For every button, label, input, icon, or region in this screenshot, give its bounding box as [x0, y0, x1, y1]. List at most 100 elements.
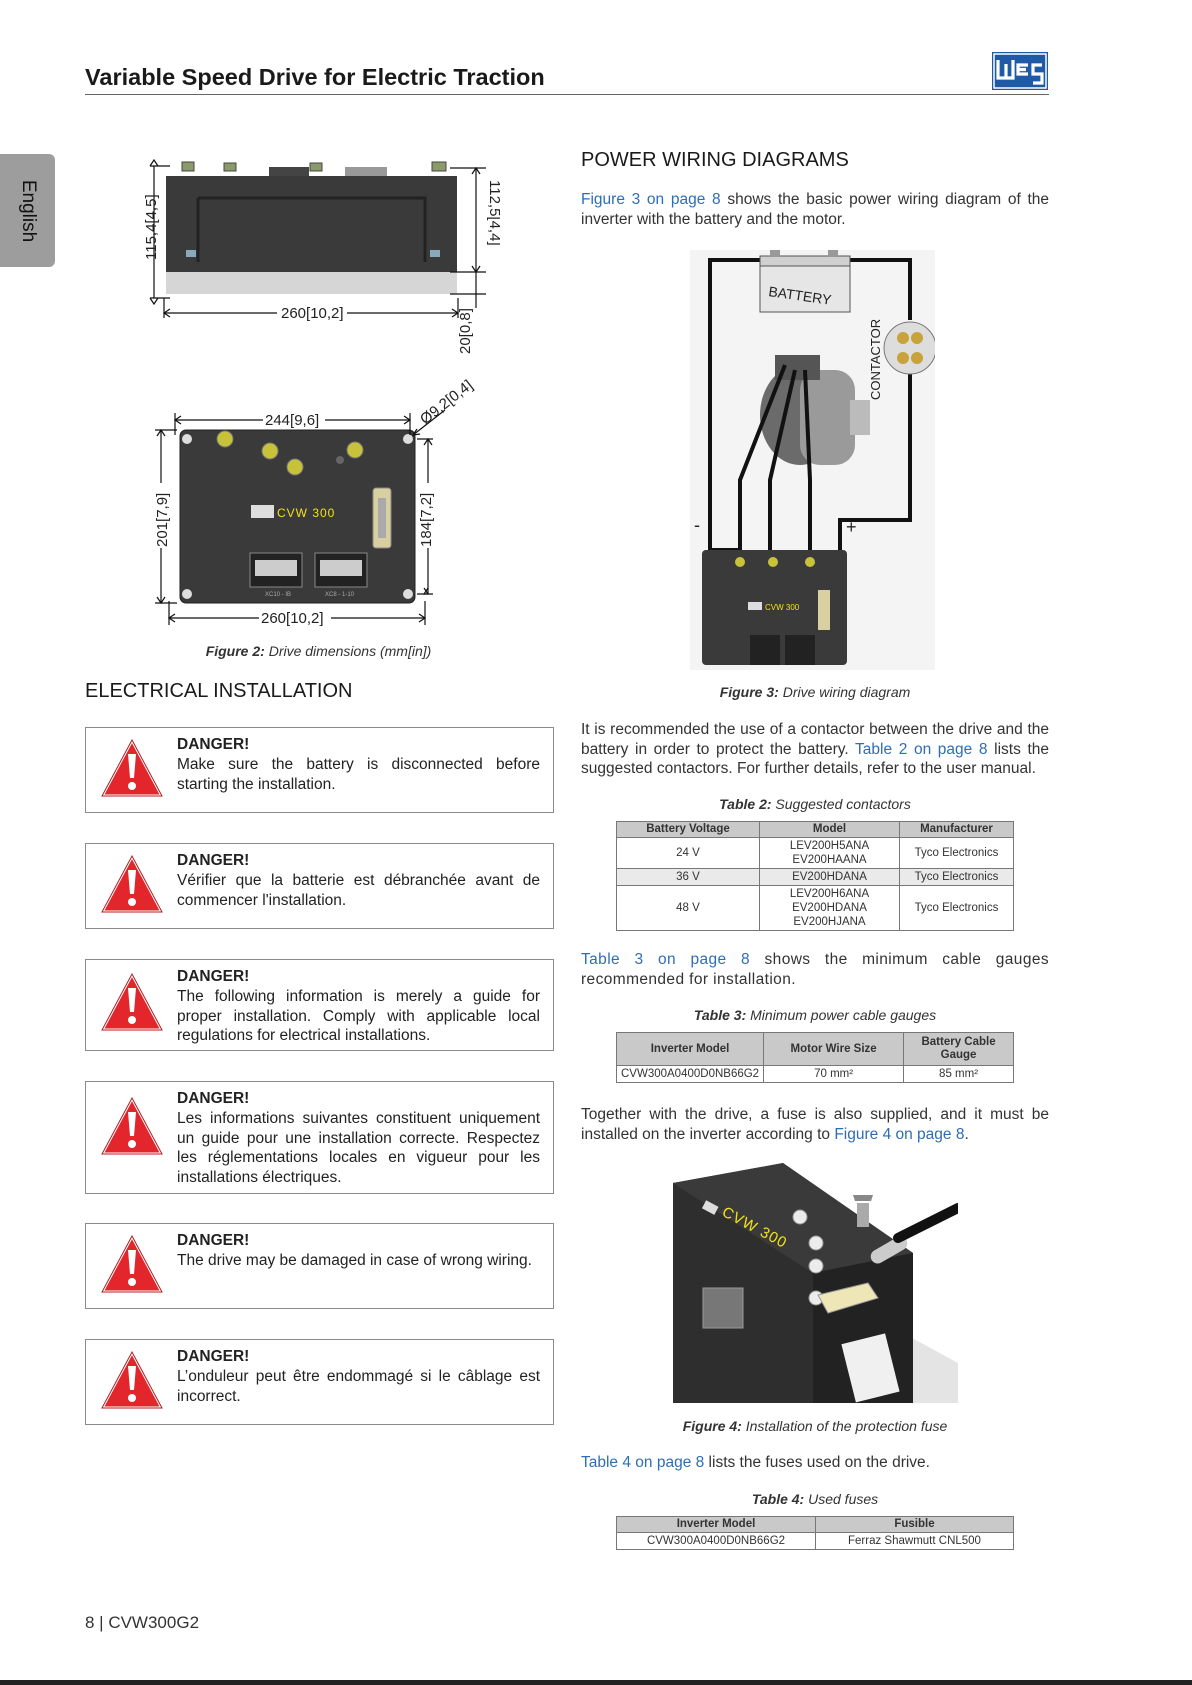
plus-terminal-label: + — [846, 517, 857, 537]
danger-text: Les informations suivantes constituent u… — [177, 1110, 540, 1186]
danger-title: DANGER! — [177, 852, 250, 869]
danger-text: Make sure the battery is disconnected be… — [177, 756, 540, 793]
table-header-row: Battery Voltage Model Manufacturer — [616, 821, 1014, 838]
suggested-contactors-table: Battery Voltage Model Manufacturer 24 V … — [616, 821, 1014, 931]
contactor-paragraph-text-a: It is recommended the use of a contactor… — [581, 721, 1049, 758]
danger-box-4: DANGER! Les informations suivantes const… — [85, 1081, 554, 1194]
danger-box-5: DANGER! The drive may be damaged in case… — [85, 1223, 554, 1309]
drive-top-view-drawing: CVW 300 XC10 - IB XC8 - 1-10 244[9,6] Ø9… — [155, 377, 476, 627]
table-cell: 36 V — [616, 868, 760, 886]
contactor-paragraph-text-b: lists the suggested contactors. For furt… — [581, 740, 1049, 778]
dim-left-height: 201[7,9] — [155, 493, 171, 547]
danger-box-3: DANGER! The following information is mer… — [85, 959, 554, 1051]
dim-base: 20[0,8] — [457, 308, 474, 354]
table-cell: LEV200H5ANA EV200HAANA — [759, 837, 900, 869]
used-fuses-table: Inverter Model Fusible CVW300A0400D0NB66… — [616, 1516, 1014, 1550]
connector-label-a: XC10 - IB — [265, 592, 291, 598]
table-cell: 70 mm² — [763, 1065, 905, 1083]
figure-2-caption: Figure 2: Drive dimensions (mm[in]) — [85, 643, 552, 659]
weg-logo — [992, 52, 1048, 90]
language-tab-label: English — [17, 179, 39, 242]
figure-2-caption-label: Figure 2: — [205, 643, 265, 659]
dim-top-width: 244[9,6] — [265, 412, 319, 429]
drive-label-top-view: CVW 300 — [277, 506, 335, 520]
table-2-link[interactable]: Table 2 on page 8 — [855, 740, 988, 758]
electrical-installation-heading: ELECTRICAL INSTALLATION — [85, 680, 353, 702]
danger-warning-icon — [100, 854, 164, 914]
table-cell: Tyco Electronics — [899, 868, 1014, 886]
figure-4-caption-text: Installation of the protection fuse — [741, 1418, 948, 1434]
table-header-row: Inverter Model Fusible — [616, 1516, 1014, 1533]
dim-height-left: 115,4[4,5] — [143, 194, 160, 260]
fuse-paragraph: Together with the drive, a fuse is also … — [581, 1105, 1049, 1144]
header-rule — [85, 94, 1049, 95]
power-wiring-heading: POWER WIRING DIAGRAMS — [581, 149, 849, 171]
danger-text: The following information is merely a gu… — [177, 988, 540, 1044]
minus-terminal-label: - — [694, 515, 700, 535]
table-cell: Tyco Electronics — [899, 837, 1014, 869]
fuses-paragraph-text: lists the fuses used on the drive. — [704, 1454, 930, 1471]
drive-wiring-diagram: BATTERY CONTACTOR - + CVW 300 — [690, 250, 935, 670]
power-intro-paragraph: Figure 3 on page 8 shows the basic power… — [581, 190, 1049, 229]
table-row: 36 V EV200HDANA Tyco Electronics — [616, 868, 1014, 886]
table-header-cell: Fusible — [815, 1516, 1014, 1533]
fuse-paragraph-text-b: . — [964, 1125, 969, 1143]
table-4-link[interactable]: Table 4 on page 8 — [581, 1454, 705, 1471]
power-intro-text: shows the basic power wiring diagram of … — [581, 191, 1049, 228]
drive-label-wiring: CVW 300 — [765, 603, 800, 612]
table-row: CVW300A0400D0NB66G2 Ferraz Shawmutt CNL5… — [616, 1532, 1014, 1550]
model-line: EV200HAANA — [792, 854, 867, 866]
table-header-cell: Manufacturer — [899, 821, 1014, 838]
figure-3-link[interactable]: Figure 3 on page 8 — [581, 191, 721, 208]
danger-warning-icon — [100, 1234, 164, 1294]
table-3-caption-label: Table 3: — [693, 1007, 747, 1023]
dim-bottom-width: 260[10,2] — [261, 610, 324, 627]
table-cell: CVW300A0400D0NB66G2 — [616, 1532, 816, 1550]
table-cell: 85 mm² — [903, 1065, 1014, 1083]
danger-warning-icon — [100, 1350, 164, 1410]
model-line: EV200HDANA — [792, 902, 867, 914]
table-3-caption-text: Minimum power cable gauges — [746, 1007, 937, 1023]
model-line: LEV200H6ANA — [789, 888, 870, 900]
language-tab[interactable]: English — [0, 154, 55, 267]
table-4-caption-text: Used fuses — [804, 1491, 879, 1507]
table-header-cell: Motor Wire Size — [763, 1032, 905, 1066]
table-header-row: Inverter Model Motor Wire Size Battery C… — [615, 1032, 1014, 1066]
table-cell: CVW300A0400D0NB66G2 — [615, 1065, 765, 1083]
figure-4-link[interactable]: Figure 4 on page 8 — [834, 1125, 965, 1143]
danger-warning-icon — [100, 1096, 164, 1156]
table-cell: EV200HDANA — [759, 868, 900, 886]
table-cell: Tyco Electronics — [899, 885, 1014, 931]
dim-width-side: 260[10,2] — [281, 305, 344, 322]
table-3-link[interactable]: Table 3 on page 8 — [581, 951, 751, 968]
page-footer: 8 | CVW300G2 — [85, 1613, 200, 1632]
contactor-paragraph: It is recommended the use of a contactor… — [581, 720, 1049, 779]
danger-text: Vérifier que la batterie est débranchée … — [177, 872, 540, 909]
connector-label-b: XC8 - 1-10 — [325, 592, 355, 598]
danger-text: The drive may be damaged in case of wron… — [177, 1252, 532, 1269]
danger-title: DANGER! — [177, 1232, 250, 1249]
table-header-cell: Battery Cable Gauge — [903, 1032, 1014, 1066]
fuses-paragraph: Table 4 on page 8 lists the fuses used o… — [581, 1453, 1049, 1473]
figure-3-caption: Figure 3: Drive wiring diagram — [581, 684, 1049, 700]
bottom-edge-bar — [0, 1680, 1192, 1685]
table-header-cell: Inverter Model — [616, 1516, 816, 1533]
danger-box-6: DANGER! L’onduleur peut être endommagé s… — [85, 1339, 554, 1425]
table-4-caption: Table 4: Used fuses — [581, 1491, 1049, 1507]
danger-title: DANGER! — [177, 736, 250, 753]
table-4-caption-label: Table 4: — [751, 1491, 805, 1507]
table-2-caption-label: Table 2: — [719, 796, 772, 812]
model-line: LEV200H5ANA — [789, 840, 870, 852]
table-2-caption-text: Suggested contactors — [771, 796, 911, 812]
figure-2-caption-text: Drive dimensions (mm[in]) — [264, 643, 432, 659]
table-row: CVW300A0400D0NB66G2 70 mm² 85 mm² — [615, 1065, 1014, 1083]
danger-warning-icon — [100, 738, 164, 798]
table-header-cell: Inverter Model — [615, 1032, 765, 1066]
danger-title: DANGER! — [177, 1090, 250, 1107]
figure-4-caption: Figure 4: Installation of the protection… — [581, 1418, 1049, 1434]
dim-hole: Ø9,2[0,4] — [417, 377, 476, 428]
dim-height-right: 112,5[4,4] — [486, 180, 500, 246]
table-header-cell: Model — [759, 821, 900, 838]
figure-4-caption-label: Figure 4: — [682, 1418, 742, 1434]
